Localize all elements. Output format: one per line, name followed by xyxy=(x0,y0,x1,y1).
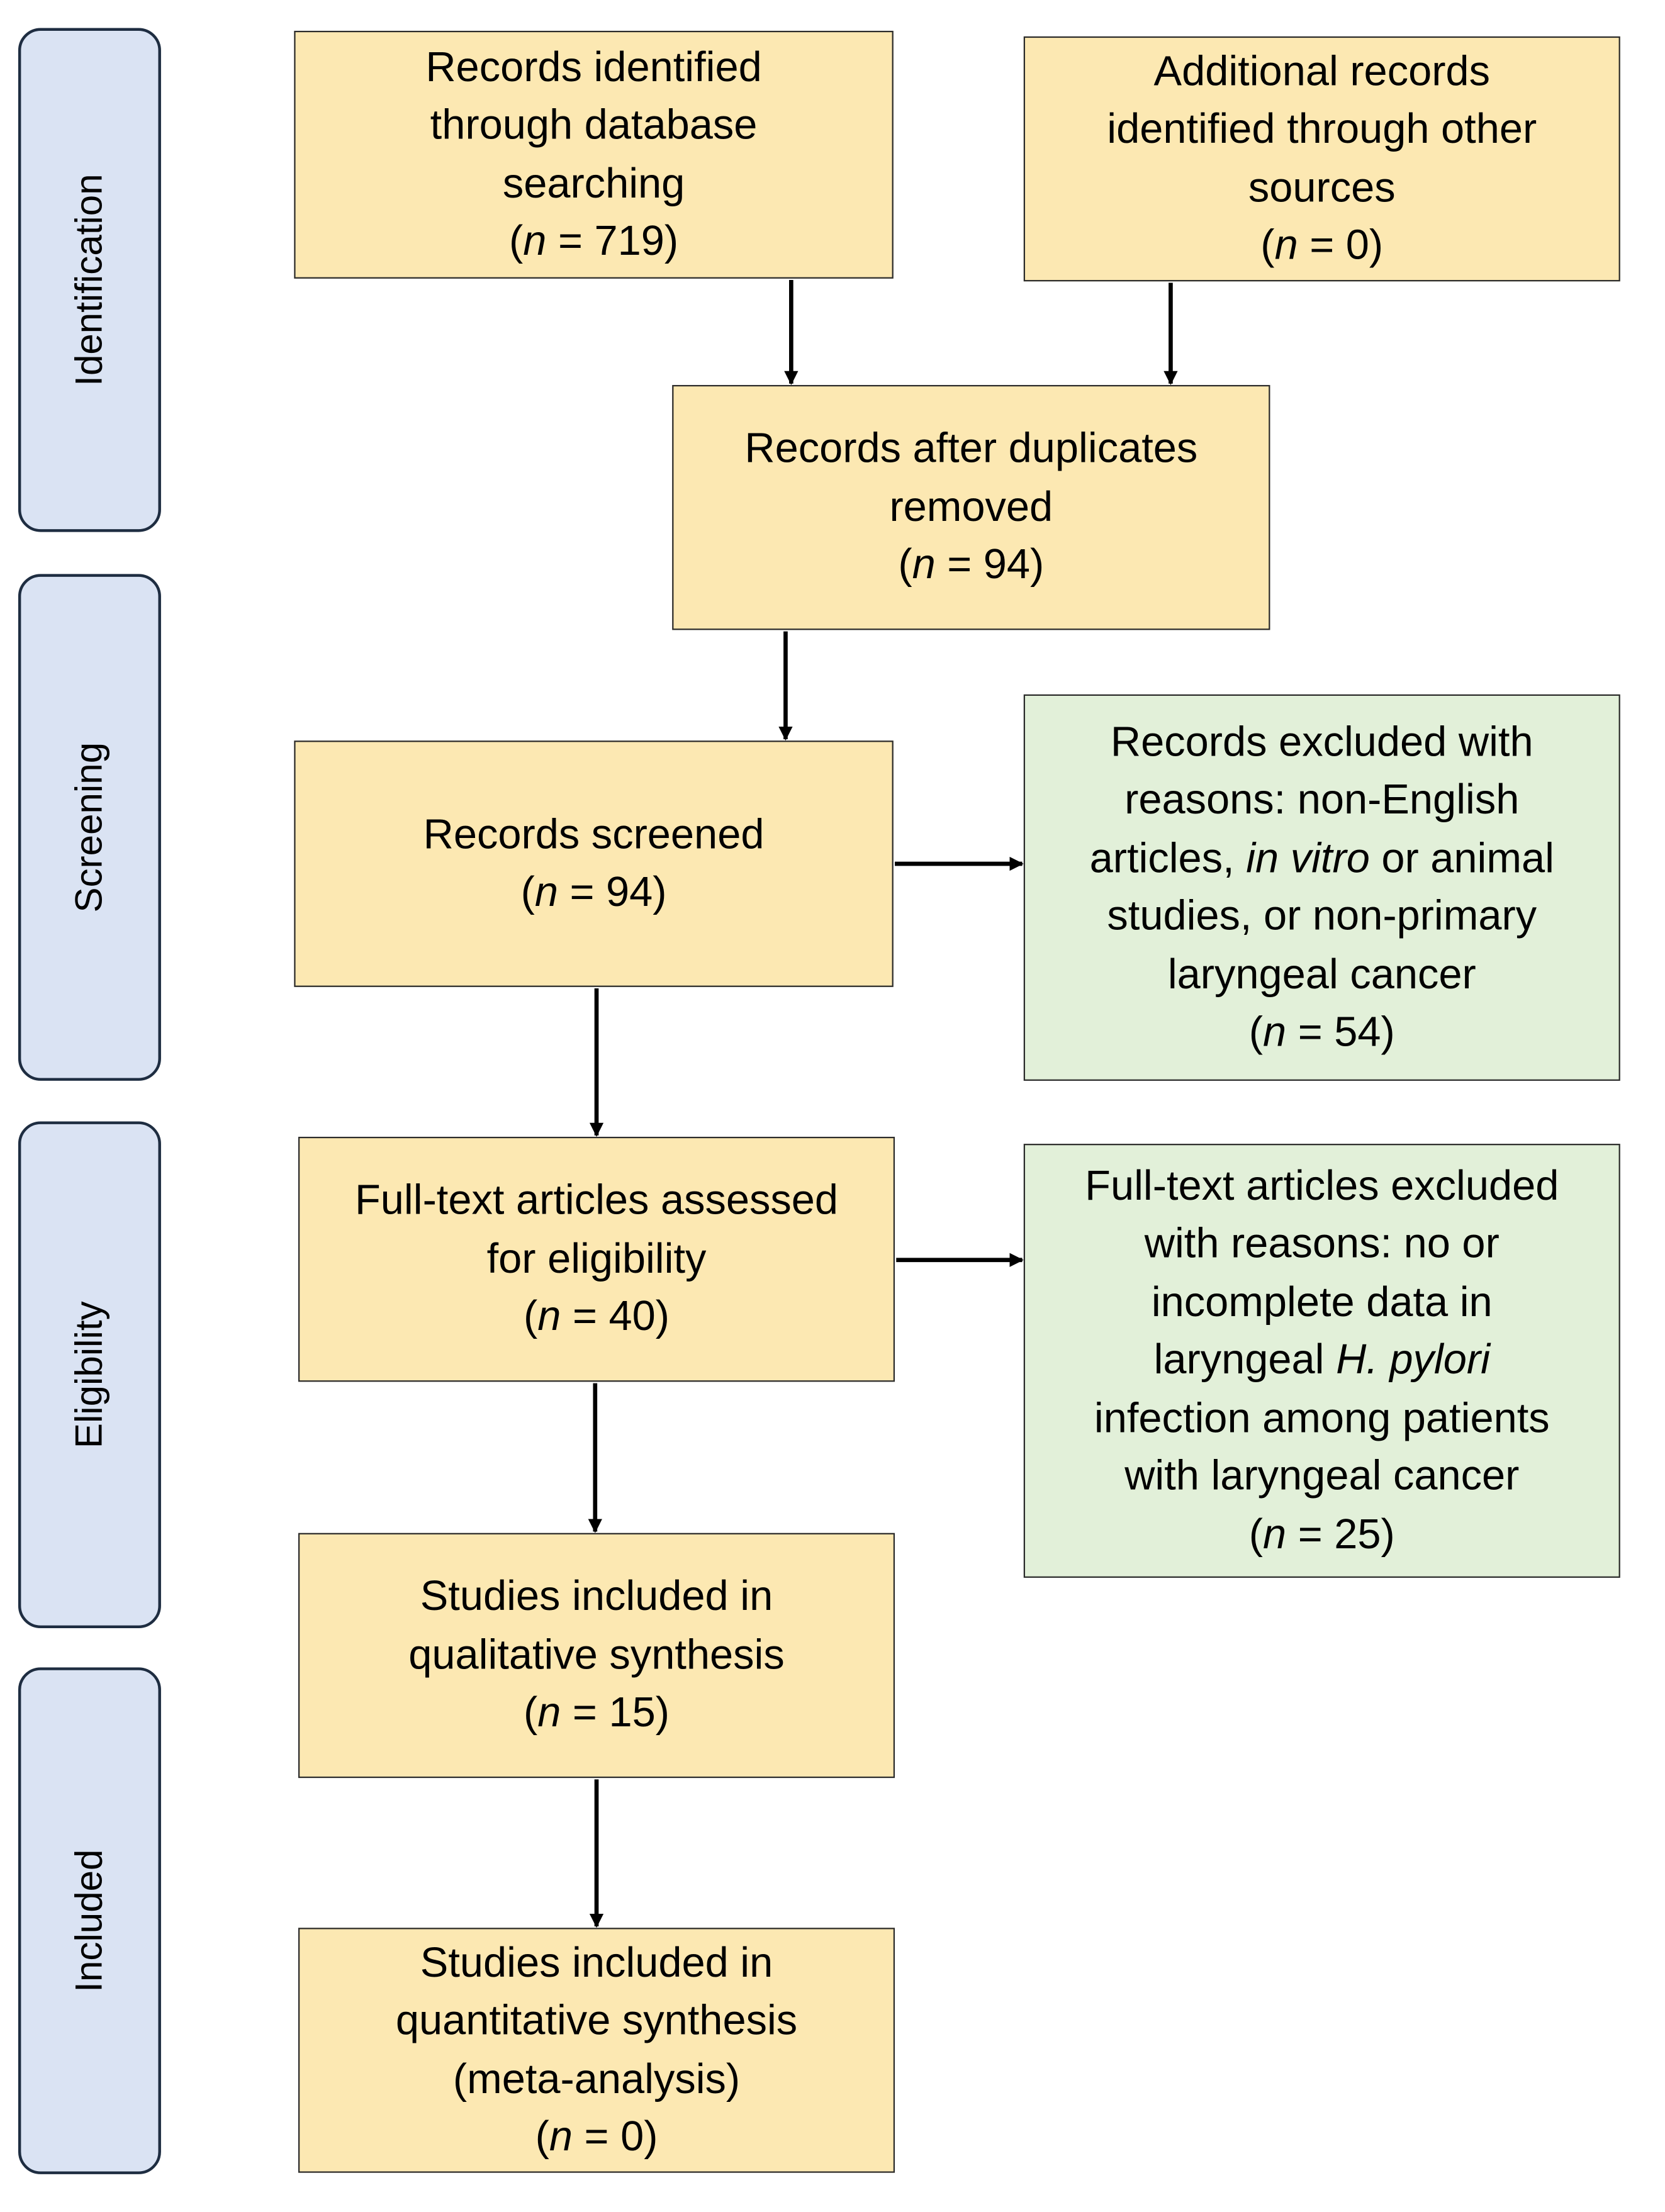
count-records-excluded: (n = 54) xyxy=(1248,1009,1395,1056)
box-other-records: Additional records identified through ot… xyxy=(1023,36,1620,282)
phase-eligibility: Eligibility xyxy=(18,1121,161,1629)
box-fulltext-excluded: Full-text articles excluded with reasons… xyxy=(1023,1144,1620,1578)
phase-screening-label: Screening xyxy=(67,742,110,913)
count-duplicates: (n = 94) xyxy=(898,542,1045,589)
phase-identification-label: Identification xyxy=(67,174,110,386)
phase-included-label: Included xyxy=(67,1849,110,1992)
count-screened: (n = 94) xyxy=(520,869,667,916)
count-fulltext-excluded: (n = 25) xyxy=(1248,1511,1395,1558)
box-quantitative-synthesis: Studies included in quantitative synthes… xyxy=(298,1928,895,2173)
count-other: (n = 0) xyxy=(1260,222,1384,269)
phase-included: Included xyxy=(18,1667,161,2174)
box-after-duplicates: Records after duplicates removed (n = 94… xyxy=(672,384,1270,630)
count-quantitative: (n = 0) xyxy=(535,2114,658,2160)
count-qualitative: (n = 15) xyxy=(523,1690,670,1736)
count-fulltext: (n = 40) xyxy=(524,1293,670,1341)
box-fulltext-assessed: Full-text articles assessed for eligibil… xyxy=(298,1136,895,1382)
phase-identification: Identification xyxy=(18,28,161,532)
box-database-records: Records identified through database sear… xyxy=(294,30,894,279)
box-records-screened: Records screened (n = 94) xyxy=(294,740,894,987)
box-records-excluded: Records excluded with reasons: non-Engli… xyxy=(1023,694,1620,1081)
box-qualitative-synthesis: Studies included in qualitative synthesi… xyxy=(298,1533,895,1779)
count-database: (n = 719) xyxy=(509,218,679,265)
phase-eligibility-label: Eligibility xyxy=(67,1301,110,1449)
phase-screening: Screening xyxy=(18,574,161,1081)
